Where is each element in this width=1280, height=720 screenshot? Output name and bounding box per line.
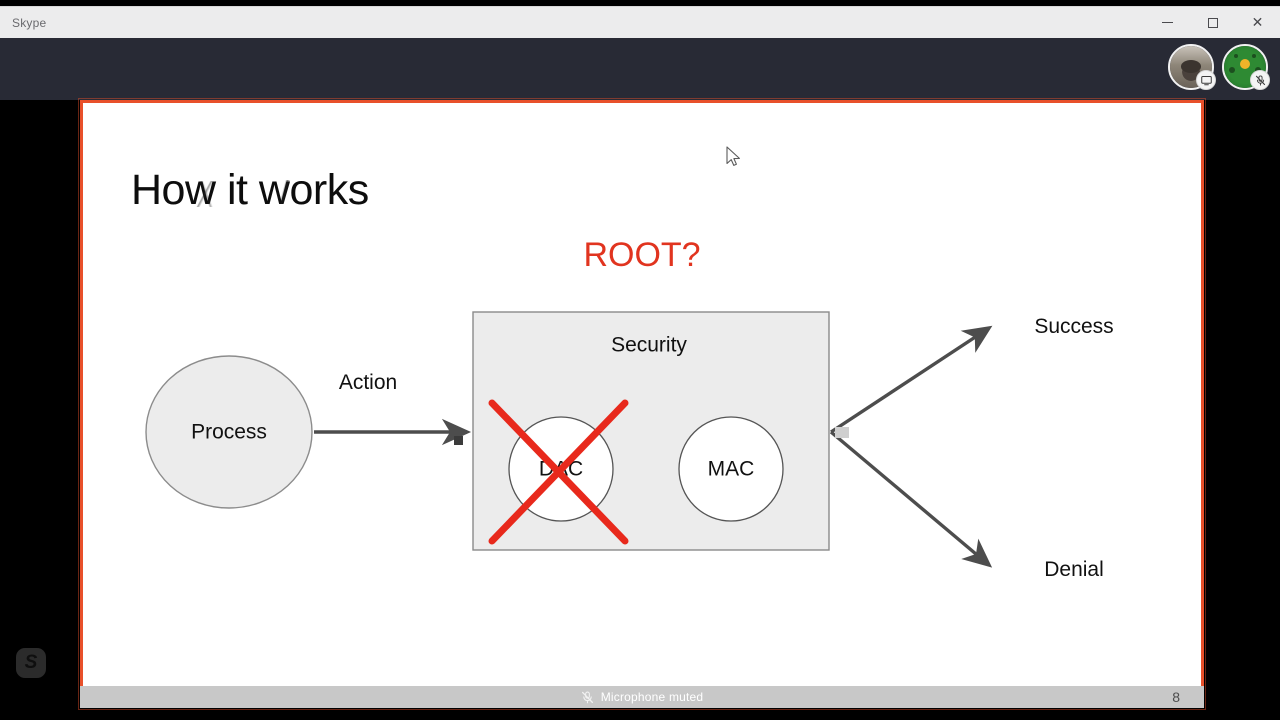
skype-taskbar-icon[interactable]: S xyxy=(16,648,46,678)
root-question-label: ROOT? xyxy=(583,236,701,274)
slide-number: 8 xyxy=(1172,689,1180,705)
process-node: Process xyxy=(145,355,313,509)
mac-node-label: MAC xyxy=(708,458,755,481)
process-node-label: Process xyxy=(191,421,267,444)
action-edge-label: Action xyxy=(339,371,397,394)
denial-edge: Denial xyxy=(829,430,1104,581)
minimize-icon xyxy=(1162,22,1173,23)
title-render-artifact-2 xyxy=(274,180,296,204)
microphone-status-text: Microphone muted xyxy=(600,690,704,704)
call-header-bar xyxy=(0,38,1280,100)
skype-icon-letter: S xyxy=(24,652,38,673)
presentation-status-bar: Microphone muted 8 xyxy=(80,686,1204,708)
success-edge-label: Success xyxy=(1034,315,1113,338)
mac-node: MAC xyxy=(678,416,784,522)
window-controls: ✕ xyxy=(1145,7,1280,39)
screen-share-icon xyxy=(1196,70,1216,90)
self-video-image xyxy=(1170,46,1212,88)
maximize-button[interactable] xyxy=(1190,7,1235,39)
remote-participant-avatar[interactable] xyxy=(1222,44,1270,90)
minimize-button[interactable] xyxy=(1145,7,1190,39)
window-titlebar: Skype ✕ xyxy=(0,6,1280,38)
success-edge: Success xyxy=(830,315,1114,434)
close-icon: ✕ xyxy=(1251,14,1264,31)
screen-share-region: How it works ROOT? Security xyxy=(80,100,1204,708)
mouse-cursor xyxy=(726,146,740,166)
dac-crossed-out-marker xyxy=(488,399,629,545)
security-box-label: Security xyxy=(611,334,687,357)
close-button[interactable]: ✕ xyxy=(1235,7,1280,39)
action-edge: Action xyxy=(314,371,472,446)
microphone-muted-icon xyxy=(581,691,593,703)
participant-avatars xyxy=(1168,44,1270,90)
denial-edge-label: Denial xyxy=(1044,558,1104,581)
how-it-works-diagram: Security Process Action DAC xyxy=(145,311,1114,581)
microphone-muted-icon xyxy=(1250,70,1270,90)
page-title: How it works xyxy=(131,166,369,214)
self-video-thumbnail[interactable] xyxy=(1168,44,1216,90)
maximize-icon xyxy=(1207,17,1218,28)
title-render-artifact xyxy=(188,181,224,207)
presentation-slide: How it works ROOT? Security xyxy=(83,103,1201,705)
window-title: Skype xyxy=(12,15,47,30)
dac-node: DAC xyxy=(488,399,629,545)
junction-artifact xyxy=(835,427,849,438)
microphone-status: Microphone muted xyxy=(581,690,704,704)
